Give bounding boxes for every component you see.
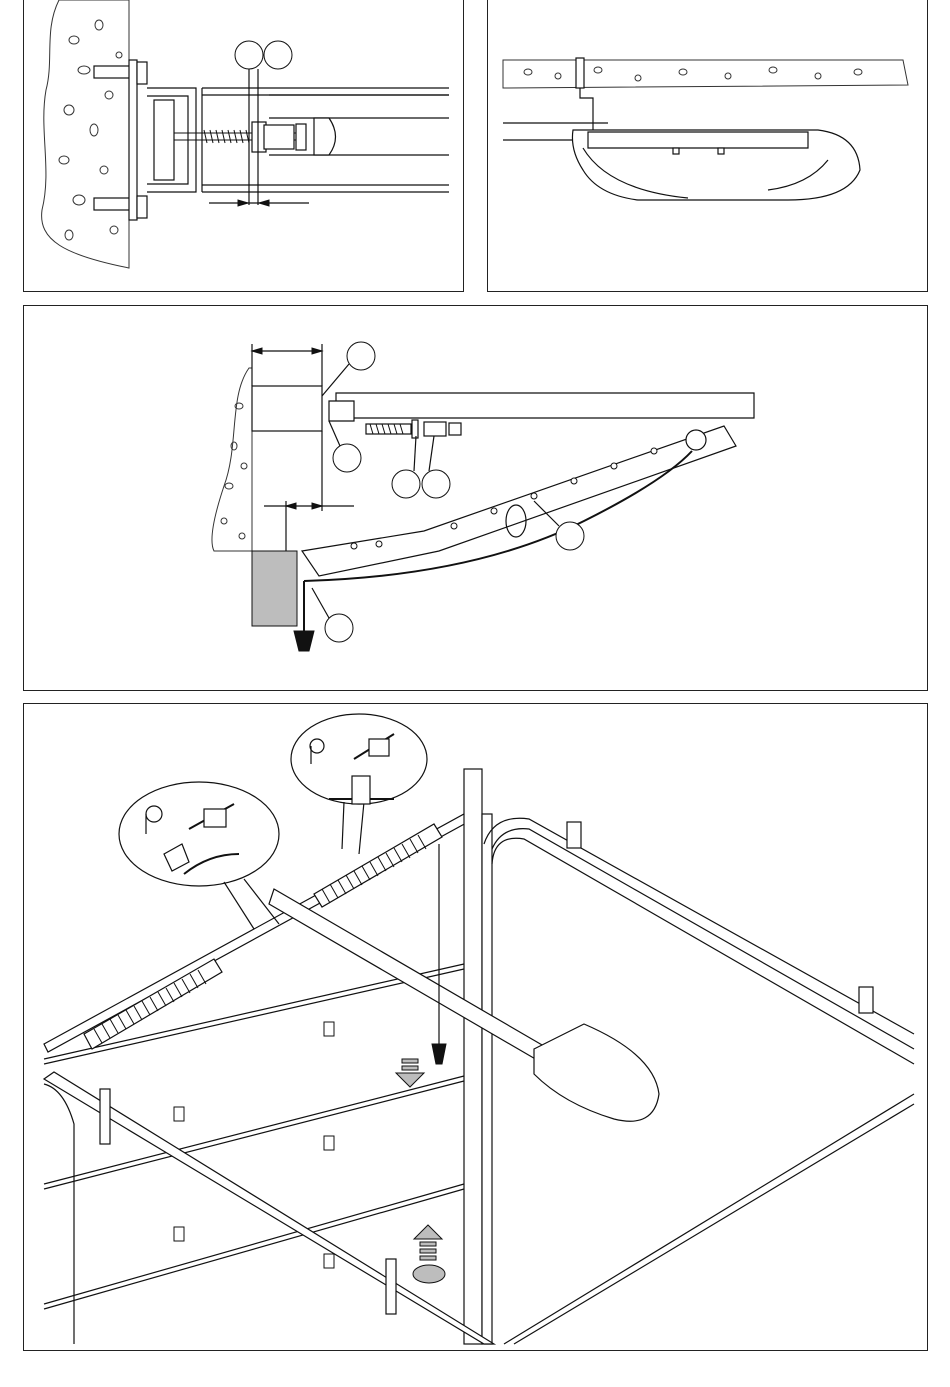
door-handle-plate	[413, 1265, 445, 1283]
bracket-plate	[129, 60, 137, 220]
callout-circle-1	[235, 41, 263, 69]
panel-door-operator-installation	[23, 703, 928, 1351]
cord-handle	[294, 631, 314, 651]
callout-circle-2	[264, 41, 292, 69]
dimension-arrow-right	[259, 200, 269, 206]
callout-circle-b	[333, 444, 361, 472]
header-wall	[212, 368, 252, 551]
torsion-spring-right	[314, 824, 442, 907]
left-track	[44, 1072, 494, 1344]
bracket-block	[154, 100, 174, 180]
rail	[336, 393, 754, 418]
callout-circle-a	[347, 342, 375, 370]
vertical-track	[464, 769, 482, 1344]
ceiling-mount-drawing	[488, 0, 929, 292]
callout-circle-c	[392, 470, 420, 498]
ceiling-anchor	[576, 58, 584, 88]
header-mount-drawing	[24, 306, 929, 692]
door-frame-section	[252, 551, 297, 626]
panel-wall-bracket-detail	[23, 0, 464, 292]
operator-rail	[269, 889, 549, 1064]
torsion-spring-left	[84, 959, 222, 1049]
concrete-wall	[42, 0, 129, 268]
anchor-bolt-bottom	[94, 198, 134, 210]
down-arrow-icon	[396, 1059, 424, 1087]
header-block	[252, 386, 322, 431]
hanger-bracket	[580, 88, 593, 135]
lever-arm	[302, 426, 736, 576]
dimension-arrow-left	[238, 200, 248, 206]
panel-operator-ceiling-mount	[487, 0, 928, 292]
callout-circle-e	[556, 522, 584, 550]
callout-circle-d	[422, 470, 450, 498]
operator-housing	[572, 130, 860, 200]
concrete-ceiling	[503, 60, 908, 88]
panel-rail-header-mount	[23, 305, 928, 691]
up-arrow-icon	[414, 1225, 442, 1260]
callout-circle-f	[325, 614, 353, 642]
rail-tension-spring	[366, 424, 411, 434]
anchor-bolt-top	[94, 66, 134, 78]
release-handle	[432, 1044, 446, 1064]
operator-head	[534, 1024, 659, 1121]
pivot-ring	[686, 430, 706, 450]
wall-bracket-drawing	[24, 0, 465, 292]
installation-drawing	[24, 704, 929, 1352]
detail-bubble-left	[119, 782, 279, 886]
